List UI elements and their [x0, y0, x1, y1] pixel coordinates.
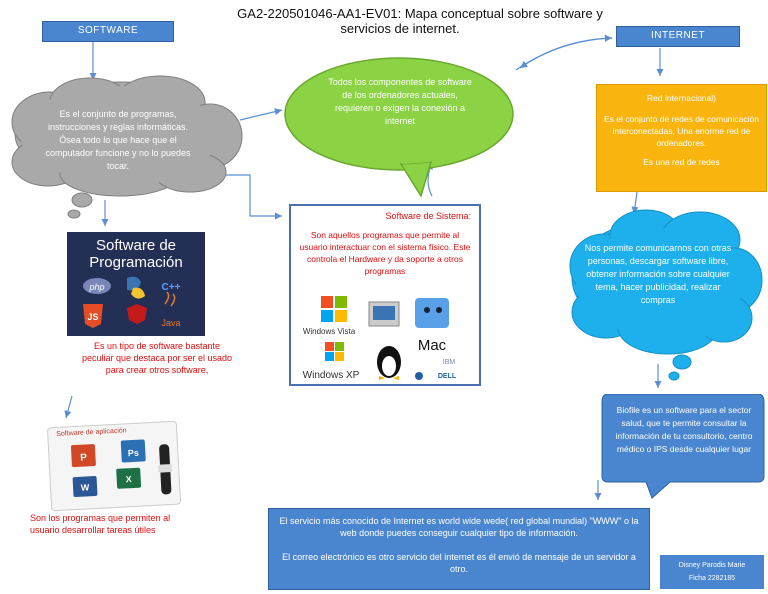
system-software-title: Software de Sistema:: [385, 211, 471, 221]
system-software-text: Son aquellos programas que permite al us…: [299, 230, 471, 276]
os-logos-icon: Windows Vista Mac Windows XP IBM DELL: [303, 296, 457, 381]
windows-vista-label: Windows Vista: [303, 327, 356, 336]
software-cloud-shape: [11, 75, 243, 219]
biofile-callout-text: Biofile es un software para el sector sa…: [615, 405, 753, 454]
programming-title-2: Programación: [89, 254, 183, 271]
internet-definition-box: Red internacional) Es el conjunto de red…: [596, 84, 767, 192]
svg-text:X: X: [125, 474, 132, 484]
green-bubble-shape: [284, 57, 514, 198]
green-bubble-text: Todos los componentes de software de los…: [328, 77, 472, 126]
arrow-to-application: [64, 395, 73, 419]
application-software-text: Son los programas que permiten al usuari…: [30, 513, 171, 535]
arrow-internet-green: [519, 37, 613, 69]
software-cloud-text: Es el conjunto de programas, instruccion…: [45, 109, 191, 171]
page-title: GA2-220501046-AA1-EV01: Mapa conceptual …: [220, 6, 620, 36]
internet-header: INTERNET: [616, 26, 740, 47]
svg-text:W: W: [81, 482, 91, 492]
application-software-image: Software de aplicación P Ps W X: [46, 420, 182, 512]
author-signature: Disney Parodis Marie Ficha 2282185: [660, 555, 764, 589]
internet-box-line3: Es una red de redes: [643, 157, 720, 167]
mac-label: Mac: [418, 337, 447, 354]
cpp-logo-text: C++: [162, 282, 181, 293]
services-paragraph-2: El correo electrónico es otro servicio d…: [282, 552, 636, 574]
windows-xp-label: Windows XP: [303, 370, 360, 381]
ibm-label: IBM: [443, 359, 456, 366]
programming-software-text: Es un tipo de software bastante peculiar…: [81, 341, 233, 375]
internet-cloud-text: Nos permite comunicarnos con otras perso…: [584, 243, 732, 305]
programming-title-1: Software de: [95, 237, 177, 254]
arrow-green-internet: [515, 34, 613, 71]
author-ficha: Ficha 2282185: [688, 575, 736, 582]
biofile-callout-shape: [601, 394, 765, 499]
software-header: SOFTWARE: [42, 21, 174, 42]
title-line-1: GA2-220501046-AA1-EV01: Mapa conceptual …: [237, 6, 603, 21]
arrow-cloud-to-green: [239, 108, 283, 121]
dell-label: DELL: [438, 373, 457, 380]
programming-software-image: Software de Programación php C++ JS Java: [67, 232, 205, 336]
svg-text:P: P: [80, 452, 88, 463]
php-logo-text: php: [88, 282, 104, 292]
title-line-2: servicios de internet.: [340, 21, 460, 36]
arrow-cloud-to-system: [218, 174, 282, 220]
programming-logos-icon: php C++ JS Java: [83, 276, 181, 328]
arrow-yellow-to-cloud: [631, 191, 639, 215]
services-paragraph-1: El servicio más conocido de Internet es …: [279, 516, 639, 538]
java-logo-text: Java: [161, 318, 180, 328]
internet-box-line2: Es el conjunto de redes de comunicación …: [604, 114, 759, 148]
internet-cloud-shape: [569, 209, 763, 381]
office-icons: P Ps W X: [70, 439, 173, 498]
svg-text:JS: JS: [87, 312, 98, 322]
system-software-box: Software de Sistema: Son aquellos progra…: [289, 204, 481, 386]
author-name: Disney Parodis Marie: [678, 562, 746, 569]
internet-services-box: El servicio más conocido de Internet es …: [268, 508, 650, 590]
internet-box-line1: Red internacional): [647, 93, 716, 103]
svg-text:Ps: Ps: [128, 448, 140, 459]
